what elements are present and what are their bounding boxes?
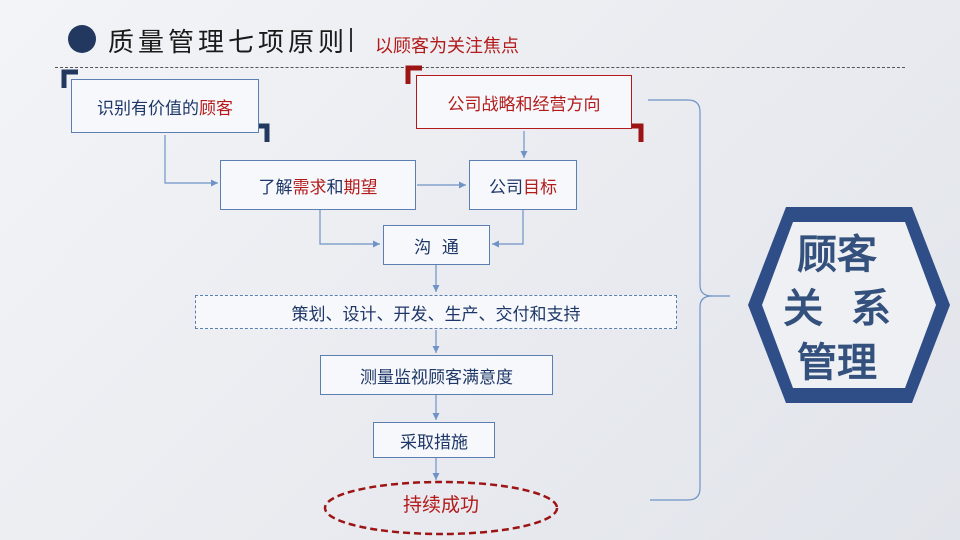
communicate-box: 沟 通: [383, 225, 490, 265]
needs-box: 了解需求和期望: [220, 160, 416, 210]
measure-label: 测量监视顾客满意度: [360, 367, 513, 388]
plan-box: 策划、设计、开发、生产、交付和支持: [195, 295, 677, 329]
goal-highlight: 目标: [523, 177, 557, 198]
action-box: 采取措施: [373, 422, 495, 458]
hexagon-line-3: 管理: [797, 340, 877, 386]
title-bullet-icon: [68, 25, 96, 53]
strategy-box: 公司战略和经营方向: [416, 75, 632, 129]
hexagon-line-1: 顾客: [797, 232, 877, 278]
hexagon-line-2: 关 系: [783, 286, 891, 332]
goal-box: 公司目标: [469, 160, 577, 210]
action-label: 采取措施: [400, 432, 468, 453]
goal-label: 公司: [489, 177, 523, 198]
identify-label: 识别有价值的: [97, 98, 199, 119]
needs-label-1: 了解: [258, 177, 293, 198]
success-label: 持续成功: [402, 494, 479, 516]
identify-customer-box: 识别有价值的顾客: [71, 79, 259, 133]
identify-highlight: 顾客: [199, 98, 233, 119]
plan-label: 策划、设计、开发、生产、交付和支持: [291, 304, 581, 325]
needs-highlight-2: 期望: [343, 177, 378, 198]
needs-label-2: 和: [326, 177, 344, 198]
needs-highlight-1: 需求: [292, 177, 327, 198]
page-subtitle: 以顾客为关注焦点: [375, 36, 519, 57]
page-title: 质量管理七项原则: [108, 28, 349, 58]
hexagon-label: 顾客 关 系 管理: [762, 228, 912, 390]
communicate-label: 沟 通: [414, 237, 459, 258]
measure-box: 测量监视顾客满意度: [320, 355, 553, 395]
title-separator: [350, 28, 352, 52]
success-ellipse: [323, 480, 559, 536]
strategy-label: 公司战略和经营方向: [447, 94, 601, 115]
hexagon-inner: [762, 222, 936, 388]
header-divider: [55, 67, 905, 68]
